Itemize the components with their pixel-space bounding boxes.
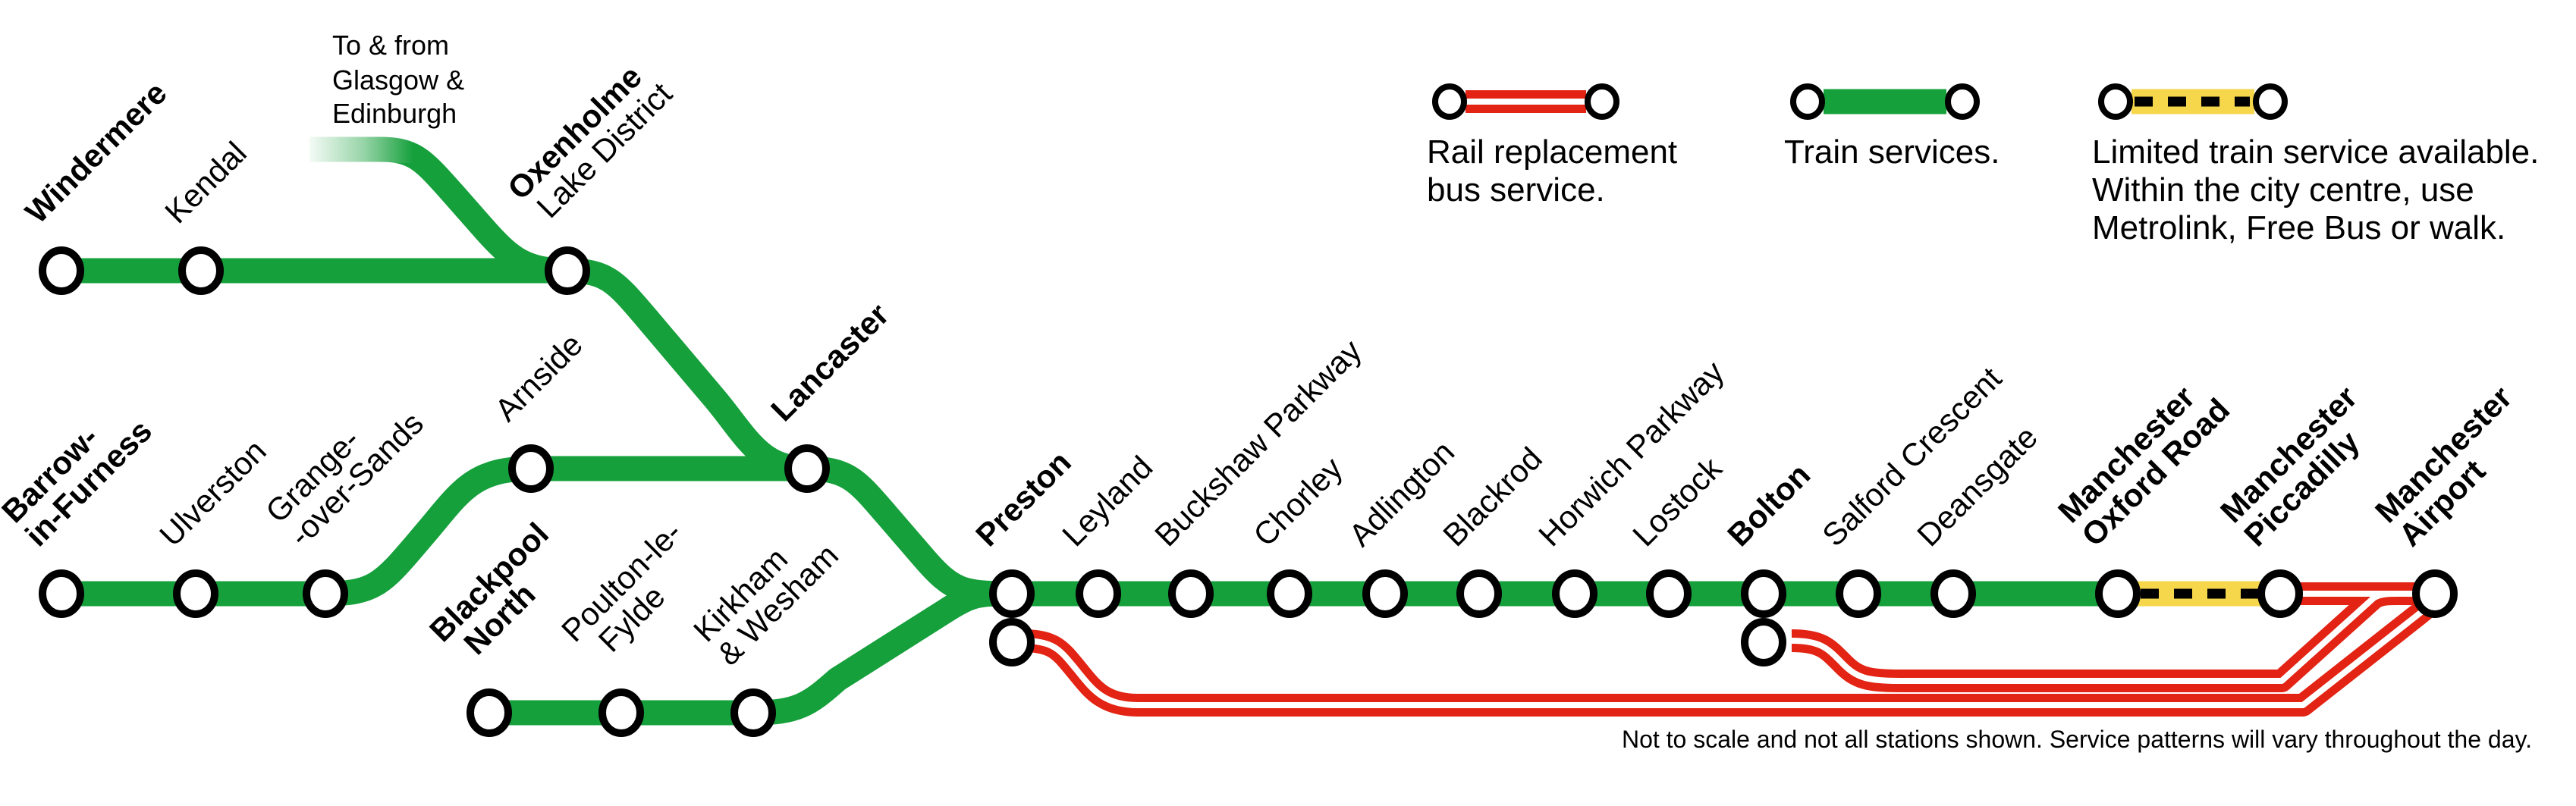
marker-piccadilly (2257, 569, 2303, 618)
legend-train-circle-right (1945, 83, 1980, 120)
line-kirkham-preston (752, 581, 1013, 726)
marker-buckshaw (1168, 569, 1214, 618)
disclaimer-text: Not to scale and not all stations shown.… (1622, 726, 2532, 753)
marker-adlington (1362, 569, 1408, 618)
marker-oxenholme (545, 246, 590, 295)
marker-blackrod (1456, 569, 1502, 618)
marker-preston (989, 569, 1035, 618)
marker-horwich (1552, 569, 1597, 618)
marker-arnside (508, 444, 554, 493)
station-markers (39, 246, 2458, 737)
marker-windermere (39, 246, 84, 295)
legend-limited-circle-right (2253, 83, 2288, 120)
marker-bolton (1741, 569, 1786, 618)
line-grange-arnside (325, 456, 532, 607)
legend-train-label: Train services. (1784, 133, 2000, 171)
marker-bolton-bus (1741, 618, 1786, 666)
legend-limited-circle-left (2098, 83, 2133, 120)
legend-limited-label: Limited train service available.Within t… (2092, 133, 2539, 246)
legend-train-circle-left (1790, 83, 1825, 120)
legend-limited-symbol (2098, 83, 2288, 120)
marker-chorley (1267, 569, 1312, 618)
marker-deansgate (1930, 569, 1976, 618)
marker-lostock (1646, 569, 1692, 618)
legend-bus-circle-left (1432, 83, 1467, 120)
marker-barrow (39, 569, 84, 618)
marker-preston-bus (989, 618, 1035, 666)
legend-bus-symbol (1432, 83, 1619, 120)
marker-kirkham (730, 688, 776, 737)
legend-bus-circle-right (1585, 83, 1619, 120)
legend-train-symbol (1790, 83, 1980, 120)
marker-oxford-road (2095, 569, 2141, 618)
marker-airport (2412, 569, 2458, 618)
marker-leyland (1076, 569, 1121, 618)
marker-poulton (598, 688, 644, 737)
marker-ulverston (173, 569, 218, 618)
marker-lancaster (784, 444, 830, 493)
marker-salford-crescent (1836, 569, 1881, 618)
marker-grange (303, 569, 348, 618)
marker-kendal (178, 246, 224, 295)
marker-blackpool-north (467, 688, 512, 737)
